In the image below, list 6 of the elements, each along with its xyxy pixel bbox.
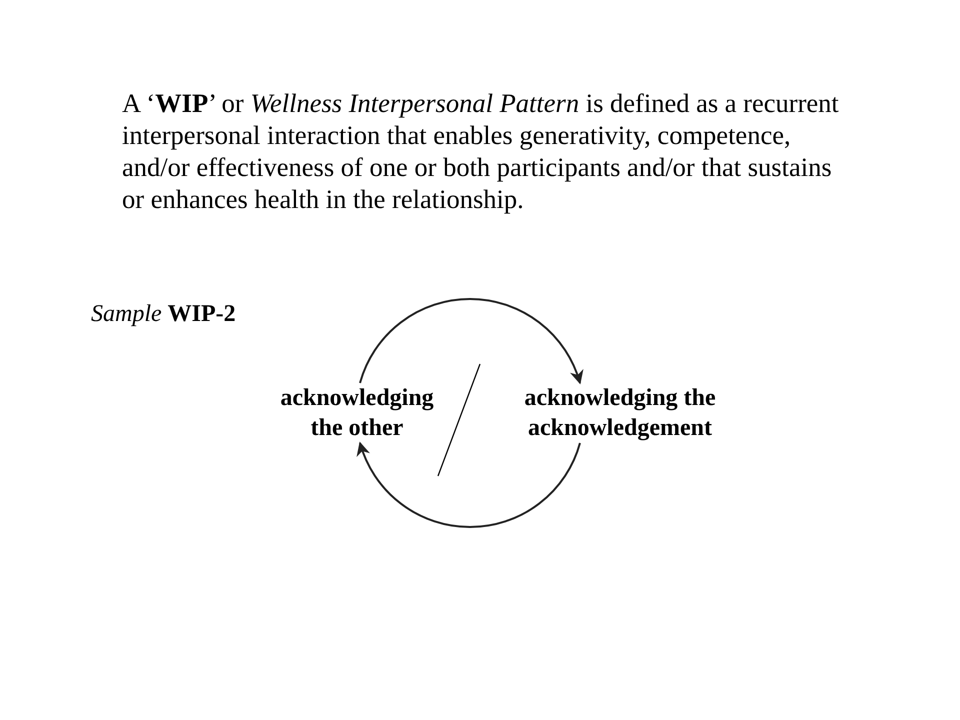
curved-arrow: [357, 442, 581, 528]
definition-paragraph: A ‘WIP’ or Wellness Interpersonal Pattern is defined as a recurrent interpersonal interaction that enables generativity, competence, and/or effectiveness of one or both participants and/or that sustains or enhances health in the relationship.: [122, 87, 840, 215]
node-label: acknowledging the acknowledgement: [510, 383, 730, 443]
diagram-label: Sample WIP-2: [91, 300, 236, 329]
curved-arrow: [359, 298, 583, 384]
node-label: acknowledging the other: [267, 383, 447, 443]
